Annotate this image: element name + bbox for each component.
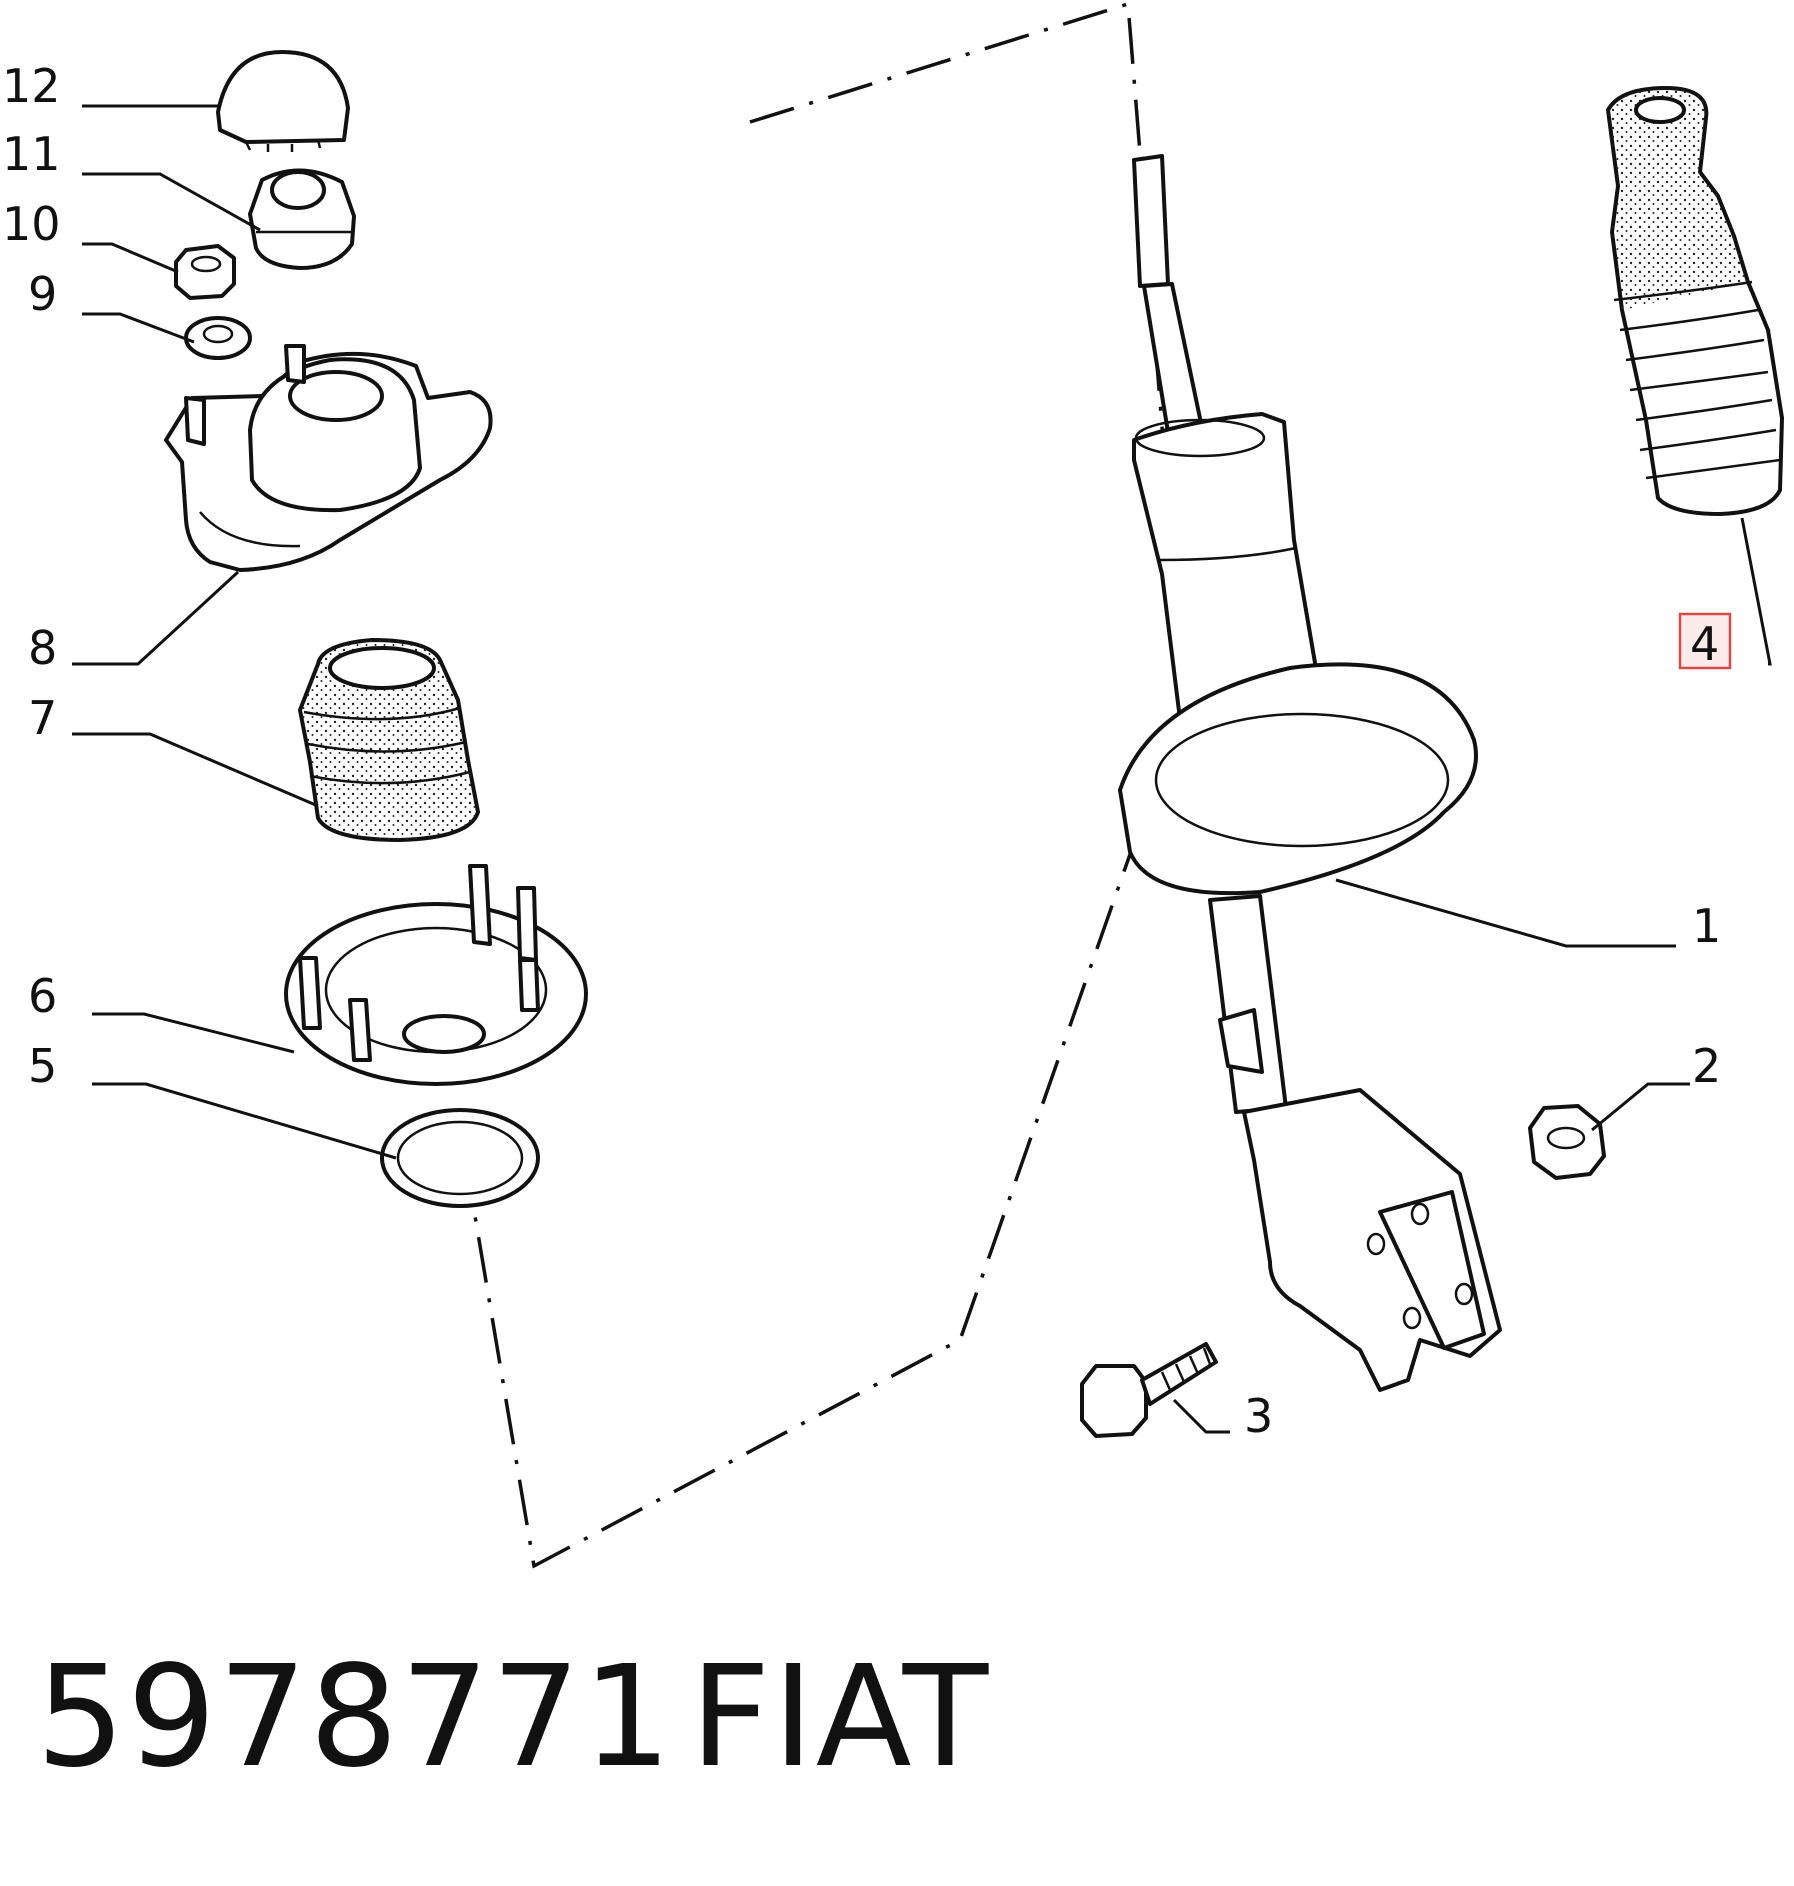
part-3-bolt [1080, 1342, 1218, 1438]
callout-4-highlight [1678, 612, 1732, 670]
part-5-ring [380, 1108, 540, 1208]
callout-12: 12 [2, 59, 61, 113]
part-9-washer [184, 316, 252, 360]
leader-lines [72, 104, 1772, 1434]
callout-1: 1 [1692, 899, 1721, 953]
assembly-dashed-outline [472, 1, 1186, 1569]
part-10-nut [174, 244, 236, 300]
callout-9: 9 [28, 267, 57, 321]
part-number: 5978771 [36, 1636, 674, 1799]
callout-4: 4 [1690, 617, 1719, 671]
part-12-cap [216, 50, 350, 152]
callout-3: 3 [1244, 1389, 1273, 1443]
part-6-spring-plate [284, 864, 588, 1086]
part-11-bush [248, 168, 356, 270]
callout-6: 6 [28, 969, 57, 1023]
part-7-bump-stop [298, 638, 480, 842]
part-1-strut [1118, 154, 1502, 1392]
callout-2: 2 [1692, 1039, 1721, 1093]
part-2-nut [1528, 1104, 1606, 1180]
callout-10: 10 [2, 197, 61, 251]
callout-11: 11 [2, 127, 61, 181]
callout-8: 8 [28, 621, 57, 675]
part-4-dust-boot [1606, 86, 1784, 516]
callout-7: 7 [28, 691, 57, 745]
brand-name: FIAT [690, 1636, 991, 1799]
part-8-top-mount [164, 344, 493, 572]
callout-5: 5 [28, 1039, 57, 1093]
